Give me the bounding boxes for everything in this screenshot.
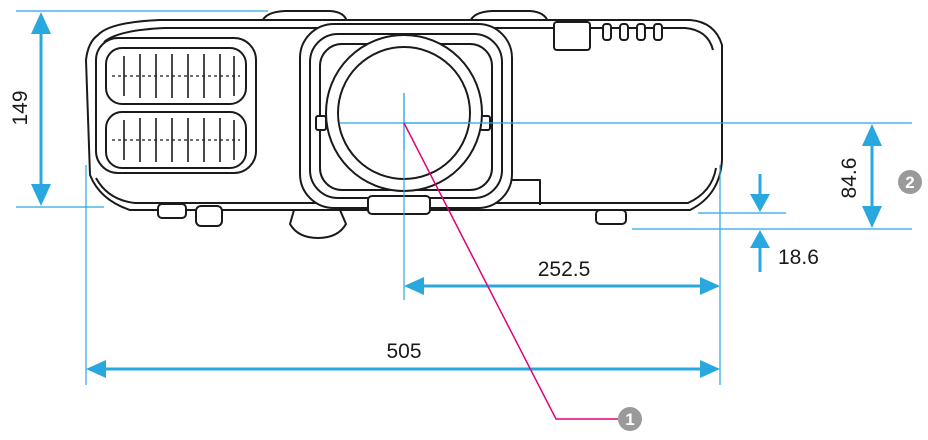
- lens-center-crosshair: [340, 93, 470, 150]
- dimension-label-width: 505: [386, 340, 421, 363]
- callout-number-1: 1: [625, 410, 634, 429]
- dimension-label-height: 149: [9, 90, 32, 125]
- callout-badge-lens-center: 1: [618, 407, 642, 431]
- dimension-label-lens-center-height: 84.6: [838, 158, 861, 199]
- callout-number-2: 2: [905, 173, 914, 192]
- dimension-arrows: [31, 12, 882, 378]
- dimension-label-foot-height: 18.6: [778, 246, 819, 269]
- leader-line-lens-center: [403, 122, 618, 420]
- dimension-label-half-width: 252.5: [538, 258, 591, 281]
- callout-badge-lens-axis-height: 2: [898, 170, 922, 194]
